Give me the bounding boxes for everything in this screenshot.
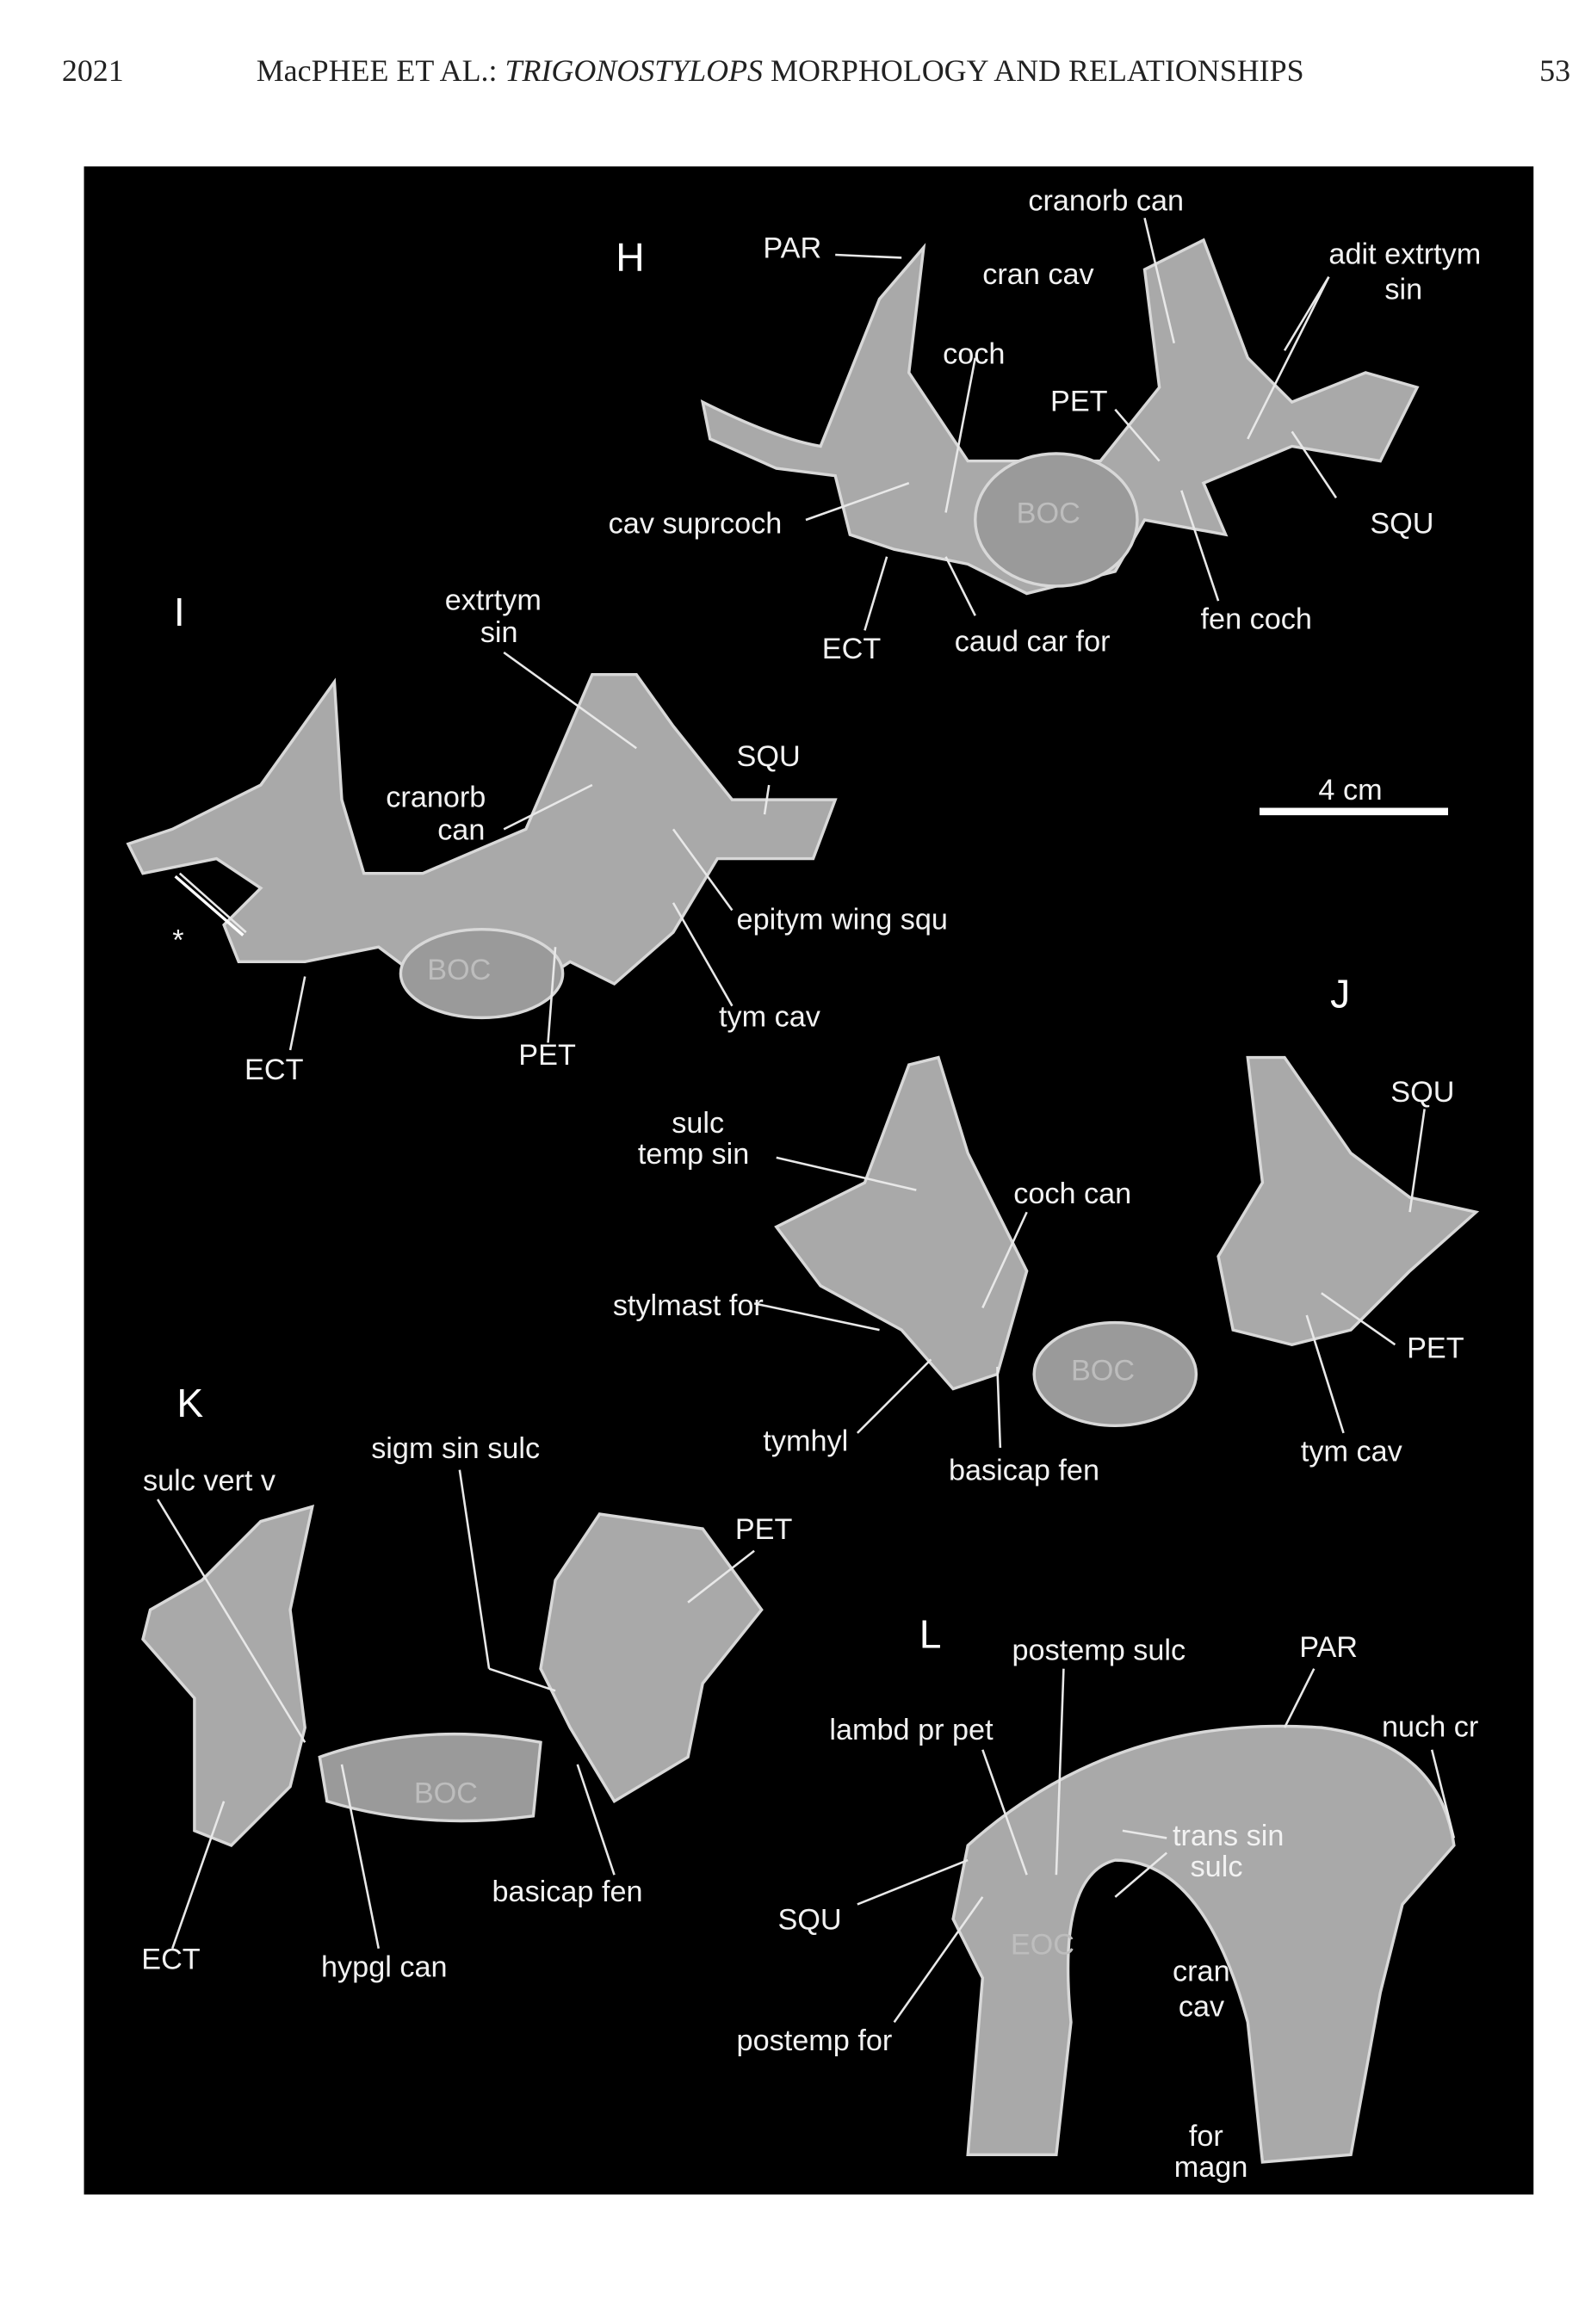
label-magn: magn xyxy=(1173,2151,1248,2185)
specimen-J xyxy=(774,1055,1480,1391)
label-trans-sulc: sulc xyxy=(1190,1851,1243,1884)
label-PET: PET xyxy=(1050,386,1108,418)
label-postemp-for: postemp for xyxy=(736,2024,893,2058)
label-coch-can: coch can xyxy=(1013,1177,1132,1211)
authors: MacPHEE ET AL.: xyxy=(256,53,505,89)
specimen-H xyxy=(700,238,1420,596)
page-number: 53 xyxy=(1539,53,1571,89)
label-lambd-pr-pet: lambd pr pet xyxy=(829,1714,994,1747)
label-SQU: SQU xyxy=(777,1904,842,1938)
label-adit-extrtym: adit extrtym xyxy=(1328,238,1482,271)
panel-label-J: J xyxy=(1330,972,1351,1017)
label-BOC: BOC xyxy=(413,1777,478,1810)
label-tym-cav: tym cav xyxy=(719,1001,820,1035)
label-PET: PET xyxy=(734,1514,793,1547)
year: 2021 xyxy=(61,53,124,89)
label-caud-car-for: caud car for xyxy=(954,626,1111,658)
figure-panel: 4 cm H PAR cranorb can cran cav adit ext… xyxy=(84,166,1534,2195)
panel-label-L: L xyxy=(919,1612,942,1657)
genus: TRIGONOSTYLOPS xyxy=(505,53,764,89)
label-tymhyl: tymhyl xyxy=(763,1425,849,1458)
label-sulc-vert-v: sulc vert v xyxy=(142,1465,276,1499)
label-PAR: PAR xyxy=(1299,1631,1359,1665)
label-cran-cav: cran cav xyxy=(982,259,1094,292)
label-SQU: SQU xyxy=(1390,1076,1455,1109)
label-ECT: ECT xyxy=(245,1054,304,1087)
label-sulc: sulc xyxy=(672,1107,725,1140)
label-extrtym: extrtym xyxy=(444,584,542,617)
label-ECT: ECT xyxy=(141,1944,201,1977)
label-coch: coch xyxy=(943,338,1006,372)
label-fen-coch: fen coch xyxy=(1200,603,1312,637)
label-SQU: SQU xyxy=(736,740,801,774)
label-cranorb-can: can xyxy=(437,814,486,847)
label-stylmast-for: stylmast for xyxy=(612,1289,764,1323)
label-epitym-wing-squ: epitym wing squ xyxy=(736,904,948,937)
label-BOC: BOC xyxy=(1016,498,1080,530)
panel-label-I: I xyxy=(173,590,185,635)
label-PET: PET xyxy=(1407,1332,1464,1366)
specimen-L xyxy=(951,1724,1456,2164)
label-BOC: BOC xyxy=(427,954,492,987)
running-title: MacPHEE ET AL.: TRIGONOSTYLOPS MORPHOLOG… xyxy=(257,53,1304,90)
bone-sections xyxy=(126,217,1480,2164)
label-PAR: PAR xyxy=(763,232,822,265)
label-postemp-sulc: postemp sulc xyxy=(1012,1635,1186,1667)
label-asterisk: * xyxy=(172,924,184,958)
label-basicap-fen: basicap fen xyxy=(492,1876,643,1909)
label-cran: cran xyxy=(1173,1956,1230,1988)
label-nuch-cr: nuch cr xyxy=(1382,1711,1479,1744)
scale-bar-label: 4 cm xyxy=(1318,775,1383,807)
label-BOC: BOC xyxy=(1070,1355,1136,1388)
label-EOC: EOC xyxy=(1010,1929,1074,1962)
panel-label-K: K xyxy=(176,1381,204,1426)
label-PET: PET xyxy=(518,1040,576,1072)
label-temp-sin: temp sin xyxy=(637,1138,750,1171)
label-tym-cav: tym cav xyxy=(1300,1436,1402,1468)
label-basicap-fen: basicap fen xyxy=(948,1455,1099,1488)
label-cranorb-can: cranorb can xyxy=(1028,185,1185,219)
label-sigm-sin-sulc: sigm sin sulc xyxy=(371,1432,541,1466)
label-cav-suprcoch: cav suprcoch xyxy=(608,508,783,541)
specimen-I xyxy=(126,672,838,993)
label-cranorb: cranorb xyxy=(386,782,486,815)
label-SQU: SQU xyxy=(1370,508,1434,541)
title-rest: MORPHOLOGY AND RELATIONSHIPS xyxy=(763,53,1304,89)
panel-label-H: H xyxy=(616,235,645,281)
double-arrow xyxy=(174,875,245,936)
label-cav: cav xyxy=(1178,1991,1225,2024)
label-hypgl-can: hypgl can xyxy=(321,1951,448,1984)
label-adit-sin: sin xyxy=(1384,274,1423,306)
specimen-K xyxy=(141,1505,764,1848)
label-ECT: ECT xyxy=(821,633,882,666)
label-trans-sin: trans sin xyxy=(1173,1820,1285,1853)
label-for: for xyxy=(1188,2120,1223,2154)
label-extrtym-sin: sin xyxy=(480,616,518,650)
